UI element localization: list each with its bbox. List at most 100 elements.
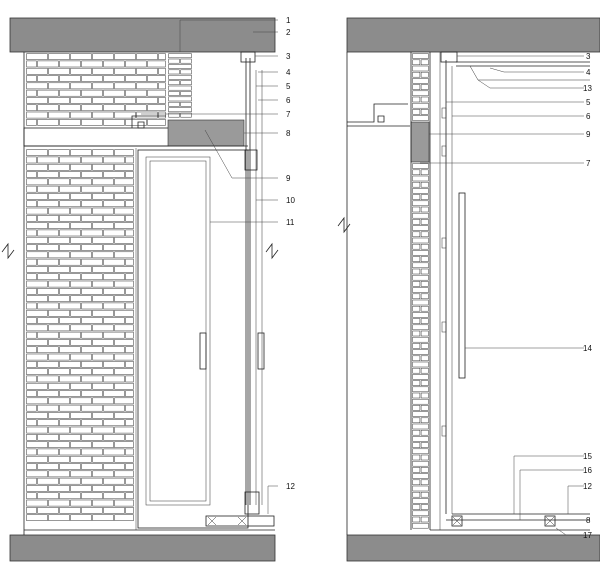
left-lower-brick (48, 455, 70, 463)
left-upper-brick (136, 97, 158, 104)
cavity-rib (441, 145, 447, 157)
left-lower-brick (26, 302, 37, 310)
left-upper-brick (81, 89, 103, 97)
left-upper-brick (26, 67, 48, 75)
left-lower-brick (26, 171, 37, 178)
left-lower-brick (81, 346, 103, 354)
left-lower-brick (26, 258, 37, 266)
left-lower-brick (37, 244, 59, 251)
right-upper-brick (412, 115, 429, 121)
right-lower-brick (420, 392, 429, 399)
left-lower-brick (48, 470, 70, 478)
left-lower-brick (114, 193, 134, 200)
left-door-leaf (145, 156, 211, 506)
right-lower-brick (412, 330, 421, 337)
left-upper-brick (136, 67, 158, 75)
right-lower-brick (412, 460, 429, 467)
left-upper-brick (114, 97, 136, 104)
left-lower-brick (103, 492, 125, 500)
left-lower-brick (92, 295, 114, 302)
left-upper-brick (114, 111, 136, 119)
left-lower-brick (59, 477, 81, 485)
left-upper-brick (125, 104, 147, 112)
left-lower-brick (59, 215, 81, 222)
left-door-frame (137, 149, 249, 529)
right-sill-box (451, 515, 463, 527)
left-lower-brick (92, 193, 114, 200)
left-lower-brick (125, 477, 134, 485)
right-lower-brick (412, 175, 429, 182)
right-rail-hook (469, 65, 590, 81)
left-lower-brick (26, 368, 48, 375)
left-lower-brick (114, 455, 134, 463)
left-lower-brick (114, 470, 134, 478)
left-break-mark-2 (265, 242, 279, 260)
left-upper-brick (158, 53, 166, 60)
left-lower-brick (125, 317, 134, 324)
right-hanging-panel (458, 192, 466, 379)
right-lower-brick (412, 380, 421, 386)
left-upper-brick (26, 111, 48, 119)
left-lower-brick (92, 149, 114, 156)
left-lower-brick (125, 200, 134, 208)
left-lower-brick (70, 280, 92, 288)
left-lower-brick (59, 185, 81, 193)
left-grey-block (167, 119, 245, 147)
right-callout-15: 15 (583, 452, 592, 461)
right-lower-brick (412, 504, 421, 510)
left-upper-brick (26, 60, 37, 68)
left-lower-brick (92, 455, 114, 463)
left-lower-brick (125, 229, 134, 237)
left-lower-brick (70, 309, 92, 317)
left-lower-brick (92, 514, 114, 521)
right-lower-brick (420, 318, 429, 324)
left-lower-brick (114, 426, 134, 434)
left-callout-2: 2 (286, 28, 291, 37)
right-bracket (347, 103, 410, 127)
right-lower-brick (412, 454, 421, 461)
left-wall-section: 1 2 3 4 5 6 7 8 9 10 11 12 (1, 16, 295, 562)
left-upper-brick (158, 82, 166, 90)
left-lower-brick (92, 339, 114, 346)
left-lower-brick (114, 382, 134, 390)
left-upper-brick (81, 75, 103, 82)
right-lower-brick (420, 305, 429, 312)
left-lower-brick (37, 302, 59, 310)
right-lower-brick (420, 380, 429, 386)
right-lower-brick (412, 448, 429, 455)
left-lower-brick (37, 288, 59, 295)
right-upper-brick (412, 96, 421, 103)
right-lower-brick (420, 206, 429, 213)
left-lower-brick (92, 251, 114, 259)
left-lower-brick (70, 178, 92, 186)
left-lower-brick (37, 258, 59, 266)
right-lower-brick (412, 206, 421, 213)
right-lower-brick (412, 436, 429, 442)
right-bottom-slab (346, 534, 600, 562)
left-lower-brick (125, 492, 134, 500)
left-lower-brick (26, 215, 37, 222)
left-door-handle (199, 332, 207, 370)
left-upper-brick (92, 53, 114, 60)
left-upper-brick (125, 119, 147, 126)
left-lower-brick (81, 171, 103, 178)
right-lower-brick (420, 243, 429, 250)
right-lower-brick (412, 417, 421, 424)
left-upper-brick (37, 119, 59, 126)
left-floor-strip (205, 515, 275, 527)
left-lower-brick (70, 339, 92, 346)
left-upper-brick (147, 60, 166, 68)
left-lower-brick (59, 346, 81, 354)
left-lower-brick (26, 346, 37, 354)
left-lower-brick (37, 215, 59, 222)
left-lower-brick (48, 324, 70, 332)
left-lower-brick (70, 236, 92, 244)
left-lower-brick (48, 397, 70, 405)
right-lower-brick (420, 491, 429, 498)
cavity-rib (441, 321, 447, 333)
left-upper-brick (147, 104, 166, 112)
left-lower-brick (125, 434, 134, 441)
left-top-slab (9, 17, 276, 53)
left-column-brick (180, 80, 192, 86)
